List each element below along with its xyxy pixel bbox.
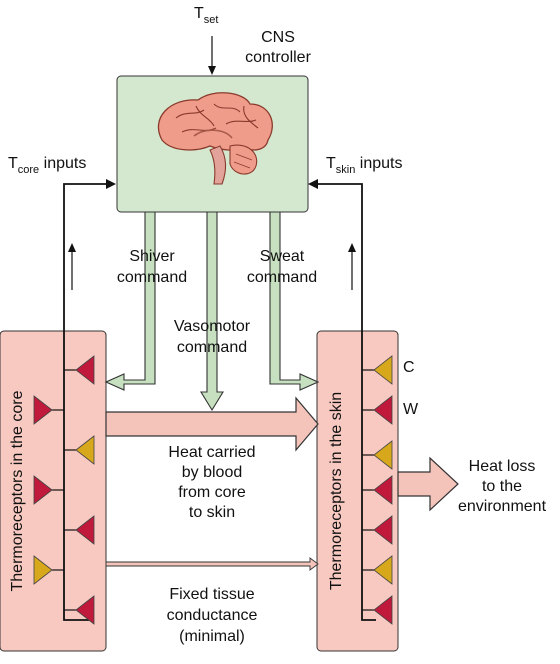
core-panel bbox=[0, 330, 107, 652]
conductance-line3: (minimal) bbox=[179, 628, 245, 645]
core-receptor-warm bbox=[75, 355, 95, 385]
blood-heat-line2: by blood bbox=[182, 464, 243, 481]
brain-icon bbox=[157, 92, 273, 185]
skin-receptor-cold bbox=[373, 440, 393, 470]
skin-receptor-warm bbox=[373, 475, 393, 505]
conductance-line1: Fixed tissue bbox=[169, 586, 254, 603]
sweat-command-line2: command bbox=[247, 269, 317, 286]
t-set-arrowhead bbox=[208, 66, 216, 75]
cns-title-line1: CNS bbox=[261, 29, 295, 46]
skin-receptor-warm bbox=[373, 595, 393, 625]
vasomotor-command-line1: Vasomotor bbox=[174, 318, 251, 335]
core-receptor-cold bbox=[33, 555, 53, 585]
shiver-command-line1: Shiver bbox=[129, 248, 175, 265]
legend-warm-label: W bbox=[403, 401, 419, 418]
skin-receptor-cold bbox=[373, 355, 393, 385]
core-input-arrowhead bbox=[106, 179, 116, 189]
sweat-command-line1: Sweat bbox=[260, 248, 305, 265]
heat-loss-line1: Heat loss bbox=[469, 458, 536, 475]
core-input-line bbox=[63, 183, 106, 621]
blood-heat-line3: from core bbox=[178, 484, 246, 501]
t-skin-inputs-label: Tskin inputs bbox=[326, 155, 402, 176]
blood-heat-line4: to skin bbox=[189, 504, 235, 521]
skin-input-arrowhead bbox=[308, 179, 318, 189]
skin-receptor-warm bbox=[373, 395, 393, 425]
heat-loss-line3: environment bbox=[458, 498, 547, 515]
shiver-command-line2: command bbox=[117, 269, 187, 286]
conductance-arrow bbox=[105, 557, 319, 571]
heat-loss-arrow bbox=[397, 456, 459, 512]
core-receptor-warm bbox=[33, 475, 53, 505]
t-set-label: Tset bbox=[194, 5, 218, 26]
skin-receptor-cold bbox=[373, 555, 393, 585]
shiver-command-arrow bbox=[104, 211, 156, 391]
core-receptor-warm bbox=[75, 515, 95, 545]
vasomotor-command-line2: command bbox=[177, 339, 247, 356]
skin-up-arrowhead bbox=[348, 243, 356, 252]
skin-receptor-warm bbox=[373, 515, 393, 545]
legend-cold-label: C bbox=[403, 359, 415, 376]
blood-heat-arrow bbox=[105, 396, 319, 452]
vasomotor-command-arrow bbox=[200, 211, 224, 412]
core-panel-label: Thermoreceptors in the core bbox=[9, 390, 26, 591]
core-receptor-cold bbox=[75, 435, 95, 465]
core-up-arrowhead bbox=[68, 243, 76, 252]
heat-loss-line2: to the bbox=[482, 478, 522, 495]
blood-heat-line1: Heat carried bbox=[168, 444, 255, 461]
core-receptor-warm bbox=[33, 395, 53, 425]
skin-receptors bbox=[362, 355, 393, 625]
core-receptors bbox=[33, 355, 95, 625]
conductance-line2: conductance bbox=[167, 607, 258, 624]
sweat-command-arrow bbox=[269, 211, 320, 391]
cns-title-line2: controller bbox=[245, 49, 311, 66]
skin-input-line bbox=[318, 183, 376, 621]
t-core-inputs-label: Tcore inputs bbox=[8, 155, 86, 176]
core-receptor-warm bbox=[75, 595, 95, 625]
skin-panel-label: Thermoreceptors in the skin bbox=[328, 392, 345, 590]
